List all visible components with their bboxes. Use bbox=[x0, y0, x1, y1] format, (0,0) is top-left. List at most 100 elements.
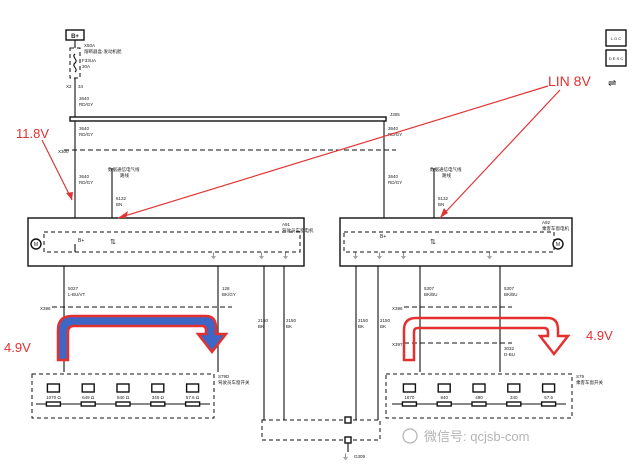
left-switch-contact bbox=[46, 383, 61, 393]
left-lin-bus-sub: 路线 bbox=[120, 172, 129, 179]
left-pin-b: B+ bbox=[78, 238, 84, 244]
right-lin-bus-sub: 路线 bbox=[442, 172, 451, 179]
voltage-left-arrowhead bbox=[66, 192, 73, 200]
lin-voltage-label: LIN 8V bbox=[548, 73, 591, 89]
connector-x300-label: X300 bbox=[58, 149, 69, 154]
left-resistor-label: 649 Ω bbox=[82, 395, 95, 400]
left-lin-transceiver-icon: ⇅ bbox=[110, 239, 116, 246]
left-resistor bbox=[150, 401, 166, 407]
right-switch-contact bbox=[507, 383, 521, 393]
left-ground2-number: 2150 bbox=[286, 318, 297, 323]
ground-dashed-loop bbox=[261, 419, 381, 441]
right-pin-b: B+ bbox=[380, 234, 386, 240]
lin-arrowhead-right bbox=[440, 208, 448, 218]
right-module-title: 乘客车窗电机 bbox=[542, 225, 569, 232]
right-resistor-label: 340 bbox=[510, 395, 518, 400]
right-resistor bbox=[401, 401, 418, 407]
fuse-pin-a: X2 bbox=[66, 84, 72, 89]
legend-item-1-text: L O C bbox=[611, 36, 621, 41]
left-feed-number-2: 3640 bbox=[79, 174, 90, 179]
ground-splice-node-2 bbox=[344, 436, 352, 444]
left-module-inner bbox=[43, 231, 301, 253]
left-feed-number: 3640 bbox=[79, 126, 90, 131]
wire-main-color: RD/GY bbox=[79, 102, 93, 107]
left-out1-color: L-BU/VT bbox=[68, 292, 86, 297]
right-ground-4: ⏚ bbox=[486, 252, 493, 260]
left-switch-contact bbox=[116, 383, 130, 393]
left-current-path-arrow bbox=[56, 314, 229, 362]
right-ground1-number: 2150 bbox=[358, 318, 369, 323]
left-resistor bbox=[184, 401, 201, 407]
voltage-bottom-right-label: 4.9V bbox=[586, 328, 613, 343]
right-ground1-color: BK bbox=[358, 324, 364, 329]
right-motor-icon bbox=[552, 238, 564, 250]
legend-item-2-text: D E S C bbox=[609, 56, 624, 61]
right-switch-contact bbox=[541, 383, 556, 393]
left-switch-contact bbox=[81, 383, 95, 393]
left-feed-color-2: RD/GY bbox=[79, 180, 93, 185]
fuse-box-text: X50A bbox=[84, 43, 95, 48]
left-ground-3: ⏚ bbox=[282, 252, 289, 260]
left-resistor bbox=[115, 401, 131, 407]
left-resistor-label: 840 Ω bbox=[117, 395, 130, 400]
ground-symbol: ⏚ bbox=[342, 453, 349, 461]
splice-label: J305 bbox=[390, 112, 400, 117]
right-resistor bbox=[540, 401, 557, 407]
lin-arrow-right bbox=[439, 89, 561, 219]
left-out2-number: 128 bbox=[222, 286, 230, 291]
svg-text:M: M bbox=[556, 242, 560, 248]
lin-arrow-left bbox=[117, 85, 549, 219]
right-current-path-arrow bbox=[402, 316, 571, 362]
right-feed-number: 3640 bbox=[388, 126, 399, 131]
left-resistor bbox=[45, 401, 62, 407]
left-motor-icon bbox=[30, 238, 42, 250]
left-switch-label: 驾驶员车窗开关 bbox=[218, 379, 250, 386]
left-ground-2: ⏚ bbox=[258, 252, 265, 260]
watermark-text: 微信号: qcjsb-com bbox=[424, 429, 529, 444]
right-module-box bbox=[339, 217, 573, 267]
right-connector-b-label: X397 bbox=[392, 342, 403, 347]
voltage-left-label: 11.8V bbox=[16, 126, 49, 141]
right-out1-color: BK/BU bbox=[424, 292, 438, 297]
lin-arrowhead-left bbox=[118, 211, 128, 218]
right-ground-2: ⏚ bbox=[376, 252, 383, 260]
left-module-id: A91 bbox=[282, 222, 291, 227]
right-lin-bus-label: 数据通信电气线 bbox=[430, 166, 462, 173]
fuse-symbol bbox=[73, 53, 77, 73]
left-ground-1: ⏚ bbox=[210, 252, 217, 260]
left-switch-contact bbox=[151, 383, 165, 393]
right-lin-color: BN bbox=[438, 202, 444, 207]
voltage-bottom-left-label: 4.9V bbox=[4, 340, 31, 355]
fuse-box-sub: 熔断器盒-发动机舱 bbox=[84, 48, 122, 55]
right-switch-contact bbox=[402, 383, 417, 393]
right-ground2-color: BK bbox=[380, 324, 386, 329]
left-out2-color: BK/GY bbox=[222, 292, 236, 297]
legend-item-1 bbox=[605, 29, 627, 47]
right-switch-contact bbox=[472, 383, 486, 393]
right-resistor bbox=[506, 401, 522, 407]
right-resistor-label: 490 bbox=[475, 395, 483, 400]
ground-splice-node bbox=[344, 416, 352, 424]
right-switch-box bbox=[385, 373, 573, 419]
left-module-title: 驾驶员车窗电机 bbox=[282, 227, 314, 234]
legend-item-2 bbox=[605, 49, 627, 67]
right-lin-number: 6132 bbox=[438, 196, 449, 201]
left-resistor-label: 1070 Ω bbox=[46, 395, 61, 400]
left-lin-number: 6132 bbox=[116, 196, 127, 201]
left-ground2-color: BK bbox=[286, 324, 292, 329]
right-ground-3: ⏚ bbox=[400, 252, 407, 260]
right-module-id: A92 bbox=[542, 220, 551, 225]
left-lin-color: BN bbox=[116, 202, 122, 207]
right-switch-id: S79 bbox=[576, 374, 585, 379]
wire-main-number: 3640 bbox=[79, 96, 90, 101]
right-out2-color: BK/BU bbox=[504, 292, 518, 297]
right-lin-transceiver-icon: ⇅ bbox=[430, 239, 436, 246]
legend-signal-icon: ⇌ bbox=[608, 78, 616, 89]
left-resistor-label: 57.6 Ω bbox=[186, 395, 200, 400]
right-out3-number: 3032 bbox=[504, 346, 515, 351]
right-feed-color: RD/GY bbox=[388, 132, 402, 137]
right-switch-label: 乘客车窗开关 bbox=[576, 379, 603, 386]
right-ground-1: ⏚ bbox=[352, 252, 359, 260]
left-resistor-label: 340 Ω bbox=[152, 395, 165, 400]
right-resistor-label: 57.6 bbox=[544, 395, 553, 400]
